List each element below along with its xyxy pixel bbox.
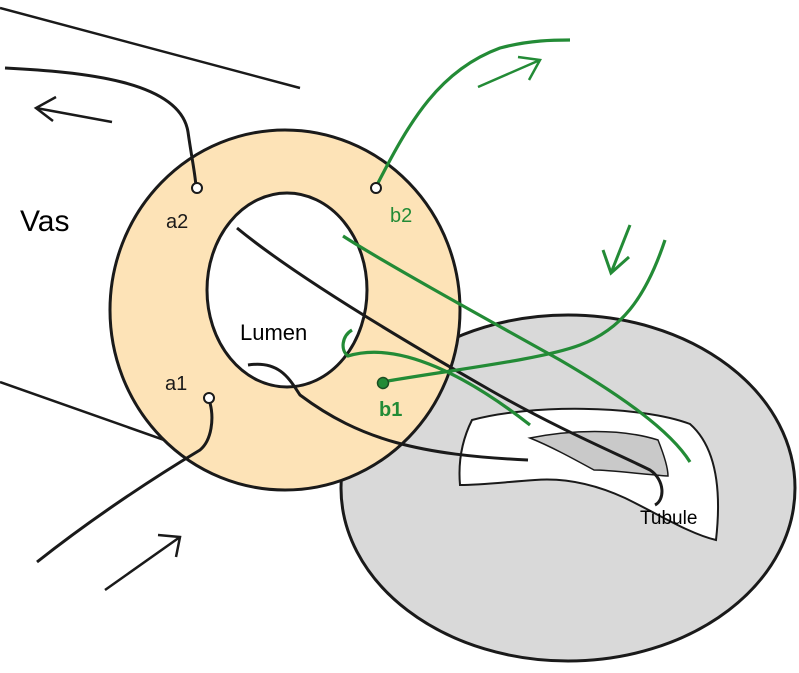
point-a2-marker xyxy=(191,182,203,194)
suture-b2 xyxy=(375,38,571,186)
point-a1-marker xyxy=(203,392,215,404)
a1-label: a1 xyxy=(165,373,187,395)
vas-cross-section xyxy=(108,128,462,492)
a2-label: a2 xyxy=(166,211,188,233)
b2-label: b2 xyxy=(390,205,412,227)
stitch-points xyxy=(191,182,390,404)
tubule-opening xyxy=(458,407,719,542)
arrow-down-icon xyxy=(601,224,632,276)
green-sutures xyxy=(341,38,692,463)
tubule-label: Tubule xyxy=(640,508,697,529)
suture-a2 xyxy=(4,66,198,189)
vas-muscular-wall xyxy=(108,128,462,492)
b1-label: b1 xyxy=(379,399,402,421)
epididymis xyxy=(339,313,797,663)
tubule-wall xyxy=(527,430,669,477)
vas-label: Vas xyxy=(20,205,69,238)
suture-b2-through xyxy=(342,234,692,463)
suture-lumen-upper xyxy=(236,226,664,507)
lumen-label: Lumen xyxy=(240,320,307,345)
suture-lumen-green xyxy=(341,328,531,427)
suture-lumen-lower xyxy=(247,362,529,462)
black-sutures xyxy=(4,66,664,564)
suture-a1 xyxy=(36,402,214,564)
arrow-up-right-icon xyxy=(104,533,182,592)
labels: Vas a2 b2 Lumen a1 b1 Tubule xyxy=(20,205,697,529)
arrow-right-up-icon xyxy=(477,55,542,89)
vas-outline-top xyxy=(0,6,301,90)
point-b2-marker xyxy=(370,182,382,194)
point-b1-marker xyxy=(376,376,390,390)
arrow-left-icon xyxy=(33,95,113,124)
